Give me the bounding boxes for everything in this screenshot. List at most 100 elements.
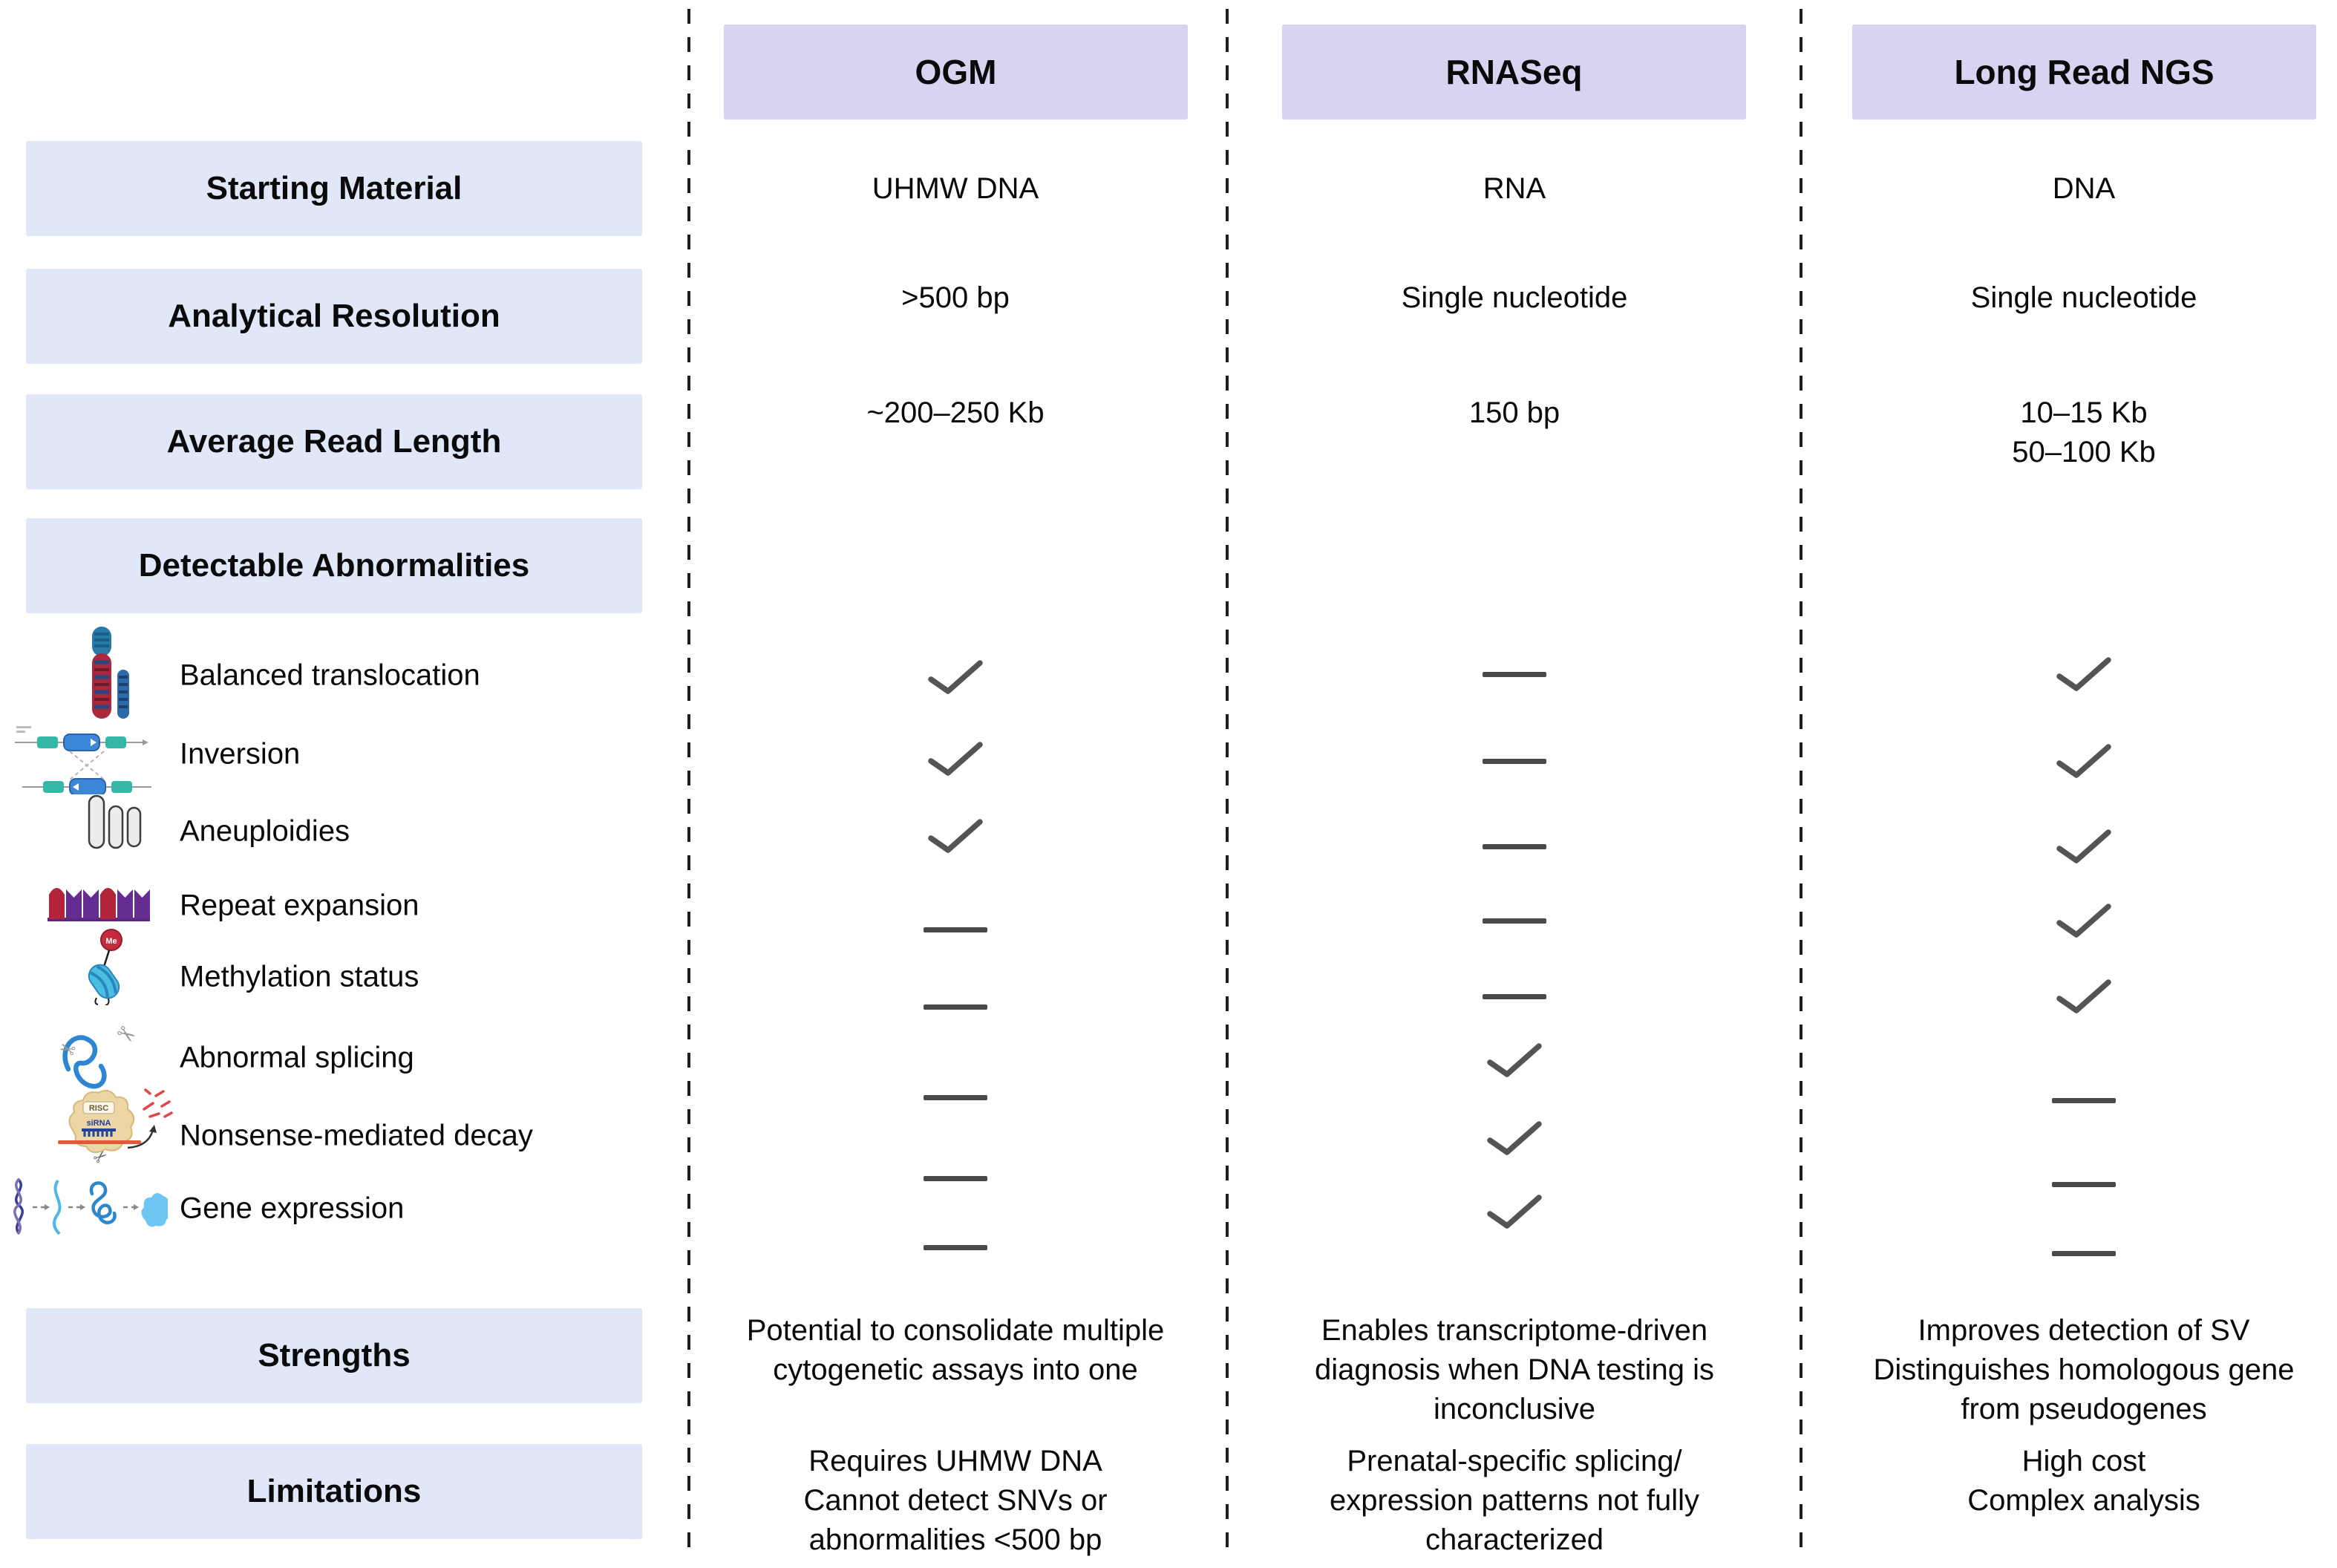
mark-ogm-repeat-expansion (911, 907, 1000, 952)
row-header-detectable-abnormalities: Detectable Abnormalities (26, 518, 642, 613)
mark-longread-nonsense-mediated-decay (2039, 1162, 2128, 1206)
cell-rnaseq-strengths: Enables transcriptome-driven diagnosis wh… (1262, 1311, 1767, 1429)
cell-longread-analytical-resolution: Single nucleotide (1831, 278, 2336, 318)
abnormality-row-abnormal-splicing: ✂ ✂ Abnormal splicing (0, 1019, 653, 1097)
cell-value: Single nucleotide (1970, 281, 2197, 314)
mark-ogm-gene-expression (911, 1225, 1000, 1270)
cell-value: Complex analysis (1967, 1484, 2200, 1517)
mark-rnaseq-gene-expression (1470, 1189, 1559, 1234)
cell-longread-starting-material: DNA (1831, 169, 2336, 209)
mark-longread-abnormal-splicing (2039, 1078, 2128, 1123)
nonsense-mediated-decay-icon: RISC siRNA ✂ (58, 1088, 173, 1166)
inversion-icon (15, 726, 151, 794)
cell-value: cytogenetic assays into one (773, 1353, 1138, 1386)
mark-longread-inversion (2039, 739, 2128, 783)
abnormality-row-inversion: Inversion (0, 716, 653, 794)
mark-longread-repeat-expansion (2039, 898, 2128, 943)
cell-ogm-starting-material: UHMW DNA (703, 169, 1208, 209)
row-header-analytical-resolution: Analytical Resolution (26, 269, 642, 364)
abnormality-label: Aneuploidies (180, 814, 350, 848)
row-header-strengths: Strengths (26, 1308, 642, 1403)
abnormality-label: Nonsense-mediated decay (180, 1119, 533, 1152)
cell-value: Cannot detect SNVs or (803, 1484, 1108, 1517)
abnormality-row-aneuploidies: Aneuploidies (0, 793, 653, 870)
row-header-label: Average Read Length (166, 423, 502, 460)
cell-value: RNA (1483, 172, 1546, 205)
abnormality-label: Balanced translocation (180, 659, 480, 692)
row-header-label: Detectable Abnormalities (138, 547, 530, 584)
cell-value: Prenatal-specific splicing/ (1347, 1445, 1682, 1477)
methylation-icon: Me (88, 929, 122, 1005)
cell-value: Improves detection of SV (1918, 1314, 2250, 1347)
cell-ogm-analytical-resolution: >500 bp (703, 278, 1208, 318)
abnormality-row-methylation-status: Me Methylation status (0, 929, 653, 1016)
row-header-label: Starting Material (206, 170, 463, 206)
cell-value: inconclusive (1434, 1393, 1595, 1425)
cell-rnaseq-average-read-length: 150 bp (1262, 393, 1767, 433)
scissors-icon: ✂ (111, 1022, 140, 1051)
risc-label: RISC (89, 1104, 108, 1113)
column-header-label: Long Read NGS (1954, 53, 2215, 91)
cell-value: Enables transcriptome-driven (1321, 1314, 1708, 1347)
cell-value: 150 bp (1468, 396, 1560, 429)
cell-ogm-average-read-length: ~200–250 Kb (703, 393, 1208, 433)
mark-ogm-nonsense-mediated-decay (911, 1156, 1000, 1200)
abnormal-splicing-icon: ✂ ✂ (58, 1022, 140, 1089)
mark-rnaseq-abnormal-splicing (1470, 1038, 1559, 1082)
mark-rnaseq-inversion (1470, 739, 1559, 783)
row-header-label: Limitations (246, 1473, 422, 1509)
abnormality-row-repeat-expansion: Repeat expansion (0, 867, 653, 944)
cell-value: from pseudogenes (1961, 1393, 2207, 1425)
cell-value: Distinguishes homologous gene (1873, 1353, 2295, 1386)
row-header-label: Strengths (258, 1337, 411, 1373)
mark-rnaseq-nonsense-mediated-decay (1470, 1116, 1559, 1160)
cell-rnaseq-analytical-resolution: Single nucleotide (1262, 278, 1767, 318)
abnormality-label: Abnormal splicing (180, 1041, 414, 1074)
gene-expression-icon (13, 1177, 168, 1235)
cell-value: High cost (2021, 1445, 2146, 1477)
balanced-translocation-icon (92, 627, 129, 719)
cell-value: DNA (2052, 172, 2116, 205)
cell-value: >500 bp (901, 281, 1010, 314)
abnormality-label: Inversion (180, 737, 301, 771)
aneuploidies-icon (88, 794, 142, 849)
mark-longread-balanced-translocation (2039, 652, 2128, 696)
mark-ogm-inversion (911, 736, 1000, 781)
abnormality-row-gene-expression: Gene expression (0, 1170, 653, 1247)
column-header-label: OGM (915, 53, 997, 91)
row-header-limitations: Limitations (26, 1444, 642, 1539)
column-header-ogm: OGM (724, 24, 1188, 120)
mark-rnaseq-balanced-translocation (1470, 652, 1559, 696)
column-header-long-read-ngs: Long Read NGS (1852, 24, 2316, 120)
row-header-average-read-length: Average Read Length (26, 394, 642, 489)
abnormality-row-balanced-translocation: Balanced translocation (0, 627, 653, 719)
cell-longread-strengths: Improves detection of SV Distinguishes ho… (1831, 1311, 2336, 1429)
abnormality-label: Gene expression (180, 1192, 405, 1225)
cell-value: UHMW DNA (872, 172, 1039, 205)
cell-rnaseq-limitations: Prenatal-specific splicing/expression pa… (1262, 1442, 1767, 1560)
cell-value: diagnosis when DNA testing is (1314, 1353, 1715, 1386)
row-header-starting-material: Starting Material (26, 141, 642, 236)
abnormality-label: Methylation status (180, 960, 419, 993)
cell-value: Potential to consolidate multiple (746, 1314, 1165, 1347)
column-separator (1226, 9, 1229, 1555)
mark-longread-methylation-status (2039, 974, 2128, 1019)
cell-value: abnormalities <500 bp (808, 1523, 1102, 1556)
cell-value: 10–15 Kb (2020, 396, 2148, 429)
mark-ogm-abnormal-splicing (911, 1075, 1000, 1120)
row-header-label: Analytical Resolution (168, 298, 500, 334)
mark-ogm-aneuploidies (911, 814, 1000, 858)
mark-ogm-methylation-status (911, 984, 1000, 1029)
mark-rnaseq-aneuploidies (1470, 824, 1559, 869)
repeat-expansion-icon (48, 888, 150, 921)
abnormality-label: Repeat expansion (180, 889, 419, 922)
mark-ogm-balanced-translocation (911, 655, 1000, 699)
column-separator (687, 9, 690, 1555)
mark-rnaseq-repeat-expansion (1470, 898, 1559, 943)
cell-ogm-strengths: Potential to consolidate multiple cytogen… (703, 1311, 1208, 1390)
cell-value: expression patterns not fully (1329, 1484, 1700, 1517)
mark-longread-gene-expression (2039, 1231, 2128, 1275)
